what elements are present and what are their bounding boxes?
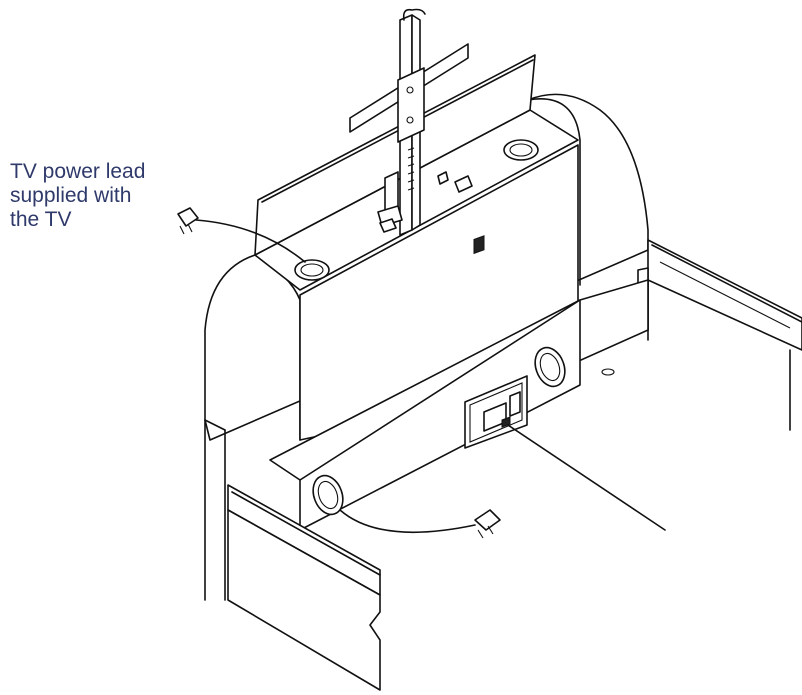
plug-icon bbox=[177, 207, 501, 539]
callout-line-2: supplied with bbox=[10, 184, 132, 207]
callout-line-1: TV power lead bbox=[10, 160, 146, 183]
cable-hole-icon bbox=[294, 139, 539, 281]
socket-panel-icon bbox=[464, 235, 528, 449]
callout-line-3: the TV bbox=[10, 208, 72, 231]
tv-power-lead-callout: TV power lead supplied with the TV bbox=[10, 160, 200, 232]
tv-lift-mechanism-icon bbox=[349, 8, 473, 236]
footboard-left bbox=[227, 484, 381, 691]
power-cables bbox=[195, 219, 666, 534]
round-vent bbox=[312, 346, 566, 516]
base-front-board bbox=[269, 279, 649, 531]
